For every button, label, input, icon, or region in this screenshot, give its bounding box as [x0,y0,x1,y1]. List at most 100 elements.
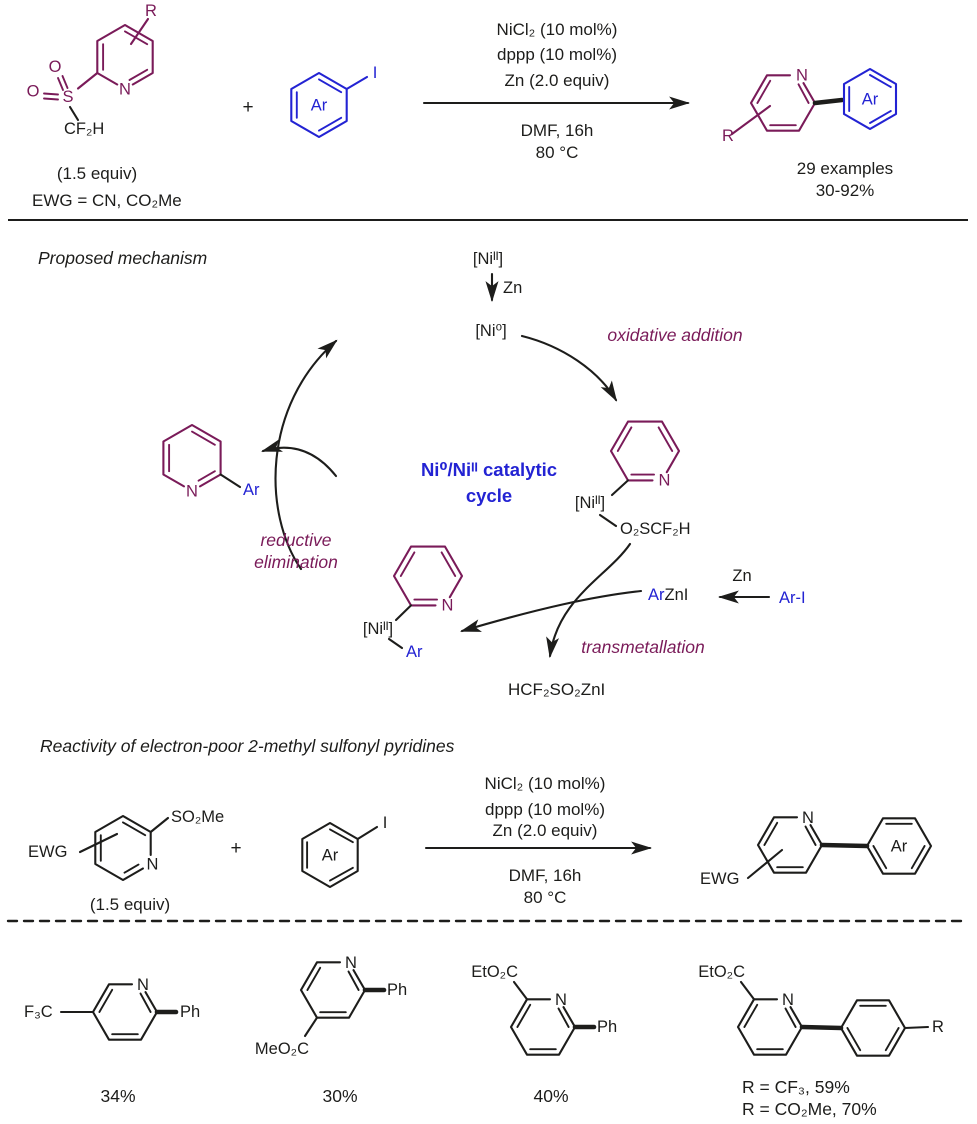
oxygen-atom: O [27,83,40,101]
step-reductive-elimination: elimination [254,552,338,572]
ring-nitrogen: N [119,81,131,99]
iodine-atom: I [373,64,378,82]
nickel-center: [Niᴵᴵ] [363,620,393,638]
substituent: F₃C [24,1003,53,1021]
equiv-note: (1.5 equiv) [57,164,137,183]
substrate-pyridine: R N S O O CF₂H (1.5 equiv) EWG = CN, CO₂… [27,2,182,210]
substituent: EtO₂C [471,963,518,981]
yield-label: 40% [533,1086,568,1106]
substituent: MeO₂C [255,1040,309,1058]
mechanism-title: Proposed mechanism [38,248,207,268]
yield-range: 30-92% [816,181,875,200]
reaction-arrow-conditions: NiCl₂ (10 mol%) dppp (10 mol%) Zn (2.0 e… [422,20,691,162]
condition-line: dppp (10 mol%) [485,800,605,819]
substituent-r: R [145,2,157,20]
step-transmetallation: transmetallation [581,637,705,657]
ni2-precatalyst: [Niᴵᴵ] [473,250,503,268]
ar-label: Ar [311,97,328,115]
byproduct-arrow-icon [546,542,632,659]
ewg-label: EWG [28,843,67,861]
ring-nitrogen: N [782,991,794,1009]
condition-line: NiCl₂ (10 mol%) [497,20,618,39]
substituent-r: R [932,1018,944,1036]
ring-nitrogen: N [555,991,567,1009]
biaryl-bond [819,842,870,849]
ar-label: Ar [891,838,908,856]
ring-nitrogen: N [137,976,149,994]
ewg-label: EWG [700,870,739,888]
cf2h-group: CF₂H [64,120,104,138]
arylzinc-species: ArZnI [648,586,688,604]
transmetallation-arrow-icon [459,589,643,633]
sulfinate-ligand: O₂SCF₂H [620,520,691,538]
ring-nitrogen: N [186,483,198,501]
condition-line: dppp (10 mol%) [497,45,617,64]
condition-line: DMF, 16h [521,121,594,140]
ar-label: Ar [322,847,339,865]
condition-line: DMF, 16h [509,866,582,885]
ring-nitrogen: N [659,472,671,490]
substituent: EtO₂C [698,963,745,981]
ring-nitrogen: N [147,856,159,874]
aryl-iodide-label: Ar-I [779,589,806,607]
ni0-species: [Ni⁰] [475,322,506,340]
scheme2-title: Reactivity of electron-poor 2-methyl sul… [40,736,455,756]
step-oxidative-addition: oxidative addition [607,325,742,345]
aryl-nickel-intermediate: N [Niᴵᴵ] Ar [363,545,464,661]
biaryl-bond [799,1024,844,1031]
biaryl-bond [812,97,845,106]
cycle-label: cycle [466,485,512,506]
aryl-iodide: Ar I [290,64,378,139]
variable-ewg-bond [746,848,784,880]
sulfonyl-pyridine-substrate: N SO₂Me EWG (1.5 equiv) [28,808,224,914]
product-biaryl: N R Ar 29 examples 30-92% [722,67,898,200]
ring-nitrogen: N [796,67,808,85]
variable-r-bond [129,17,150,46]
oxygen-atom: O [49,58,62,76]
oa-intermediate: N [Niᴵᴵ] O₂SCF₂H [575,420,691,538]
plus-sign: + [242,97,253,118]
phenyl-label: Ph [387,981,407,999]
phenyl-label: Ph [180,1003,200,1021]
ewg-note: EWG = CN, CO₂Me [32,191,182,210]
condition-line: 80 °C [524,888,567,907]
ar-label: Ar [406,643,423,661]
ring-nitrogen: N [442,597,454,615]
yield-label: 34% [100,1086,135,1106]
yield-label: 30% [322,1086,357,1106]
aryl-iodide: Ar I [301,814,388,889]
step-reductive-elimination: reductive [260,530,331,550]
phenyl-label: Ph [597,1018,617,1036]
condition-line: NiCl₂ (10 mol%) [485,774,606,793]
nickel-center: [Niᴵᴵ] [575,494,605,512]
ring-nitrogen: N [802,809,814,827]
zn-label: Zn [732,567,751,585]
scheme2: Reactivity of electron-poor 2-methyl sul… [6,736,970,923]
condition-line: Zn (2.0 equiv) [505,71,610,90]
condition-line: Zn (2.0 equiv) [493,821,598,840]
product-biaryl: N EWG Ar [700,809,933,888]
reaction-arrow-conditions: NiCl₂ (10 mol%) dppp (10 mol%) Zn (2.0 e… [424,774,653,907]
substituent-r: R [722,127,734,145]
product-example-2: N Ph MeO₂C 30% [255,954,407,1106]
released-product: N Ar [162,423,260,501]
oxidative-addition-arrow-icon [520,334,618,402]
ar-label: Ar [243,481,260,499]
byproduct-label: HCF₂SO₂ZnI [508,680,605,699]
product-release-arrow-icon [260,439,338,478]
scheme1: R N S O O CF₂H (1.5 equiv) EWG = CN, CO₂… [8,2,968,221]
product-examples: N F₃C Ph 34% N Ph MeO₂C 30% N EtO₂C Ph 4… [24,954,944,1119]
cycle-label: Ni⁰/Niᴵᴵ catalytic [421,459,557,480]
yield-label: R = CO₂Me, 70% [742,1099,877,1119]
sulfur-atom: S [62,88,73,106]
variable-r-bond [730,104,772,136]
product-example-3: N EtO₂C Ph 40% [471,963,617,1106]
iodine-atom: I [383,814,388,832]
yield-label: R = CF₃, 59% [742,1077,850,1097]
sulfonyl-group: SO₂Me [171,808,224,826]
variable-ewg-bond [78,832,119,854]
zn-reductant: Zn [503,279,522,297]
ar-label: Ar [862,91,879,109]
examples-count: 29 examples [797,159,893,178]
